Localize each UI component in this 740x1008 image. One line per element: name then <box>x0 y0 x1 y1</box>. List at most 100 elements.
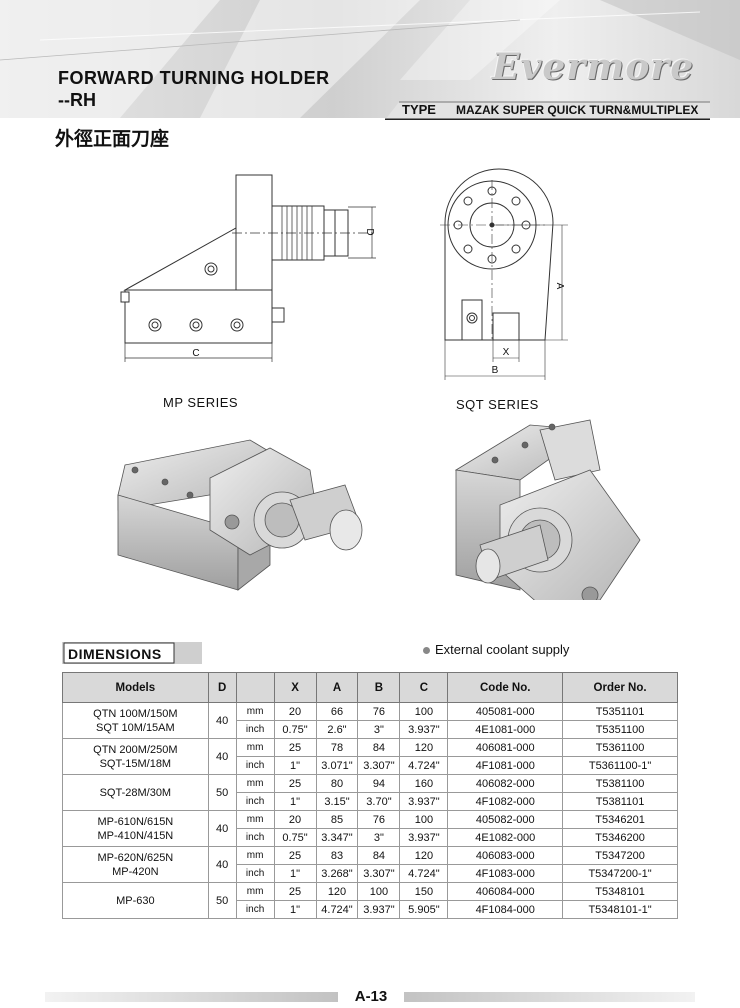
x-cell: 25 <box>273 774 317 793</box>
c-cell: 4.724" <box>399 864 449 883</box>
header-c: C <box>399 672 449 703</box>
b-cell: 100 <box>357 882 401 901</box>
order-cell: T5348101 <box>562 882 678 901</box>
table-row: inch 1" 4.724" 3.937" 5.905" 4F1084-000 … <box>63 900 678 919</box>
code-cell: 406083-000 <box>447 846 564 865</box>
c-cell: 150 <box>399 882 449 901</box>
order-cell: T5347200-1" <box>562 864 678 883</box>
unit-cell: mm <box>235 774 275 793</box>
model-name: SQT-28M/30M <box>99 786 172 799</box>
c-cell: 100 <box>399 702 449 721</box>
a-cell: 3.15" <box>315 792 359 811</box>
page-number: A-13 <box>354 988 388 1005</box>
x-cell: 25 <box>273 882 317 901</box>
code-cell: 406081-000 <box>447 738 564 757</box>
model-cell: SQT-28M/30M <box>62 774 209 811</box>
a-cell: 3.268" <box>315 864 359 883</box>
page-title-suffix: --RH <box>58 90 96 110</box>
d-cell: 40 <box>207 846 237 883</box>
bullet-icon <box>423 647 430 655</box>
a-cell: 80 <box>315 774 359 793</box>
table-header-row: Models D X A B C Code No. Order No. <box>62 672 678 703</box>
header-order-no: Order No. <box>562 672 678 703</box>
a-cell: 3.071" <box>315 756 359 775</box>
x-cell: 0.75" <box>273 828 317 847</box>
model-name: MP-630 <box>116 894 155 907</box>
b-cell: 3" <box>357 720 401 739</box>
code-cell: 4F1082-000 <box>447 792 564 811</box>
model-name: QTN 200M/250M <box>93 743 178 756</box>
sqt-series-label: SQT SERIES <box>456 397 539 412</box>
code-cell: 4F1081-000 <box>447 756 564 775</box>
c-cell: 120 <box>399 846 449 865</box>
b-cell: 3.937" <box>357 900 401 919</box>
dim-label-x: X <box>503 347 510 358</box>
a-cell: 85 <box>315 810 359 829</box>
header-background <box>0 0 740 130</box>
page-subtitle-chinese: 外徑正面刀座 <box>55 128 170 150</box>
x-cell: 1" <box>273 756 317 775</box>
header-x: X <box>273 672 317 703</box>
coolant-note-text: External coolant supply <box>435 642 570 657</box>
model-name: SQT 10M/15AM <box>96 721 175 734</box>
c-cell: 4.724" <box>399 756 449 775</box>
type-value: MAZAK SUPER QUICK TURN&MULTIPLEX <box>456 103 699 117</box>
mp-series-label: MP SERIES <box>163 395 239 410</box>
unit-cell: mm <box>235 810 275 829</box>
header-a: A <box>315 672 359 703</box>
brand-logo: Evermore <box>492 46 695 88</box>
header-code-no: Code No. <box>447 672 564 703</box>
header-unit <box>235 672 275 703</box>
order-cell: T5361100-1" <box>562 756 678 775</box>
page-number-box <box>338 986 404 1008</box>
code-cell: 405081-000 <box>447 702 564 721</box>
b-cell: 3.307" <box>357 864 401 883</box>
dimensions-table: Models D X A B C Code No. Order No. QTN … <box>62 672 678 919</box>
unit-cell: mm <box>235 702 275 721</box>
code-cell: 406084-000 <box>447 882 564 901</box>
b-cell: 84 <box>357 846 401 865</box>
b-cell: 3.307" <box>357 756 401 775</box>
order-cell: T5381101 <box>562 792 678 811</box>
unit-cell: inch <box>235 900 275 919</box>
code-cell: 4F1083-000 <box>447 864 564 883</box>
table-row: inch 0.75" 3.347" 3" 3.937" 4E1082-000 T… <box>63 828 678 847</box>
a-cell: 4.724" <box>315 900 359 919</box>
mp-side-view <box>120 174 376 362</box>
code-cell: 405082-000 <box>447 810 564 829</box>
unit-cell: mm <box>235 846 275 865</box>
header-b: B <box>357 672 401 703</box>
type-bar <box>385 101 710 120</box>
unit-cell: inch <box>235 792 275 811</box>
c-cell: 100 <box>399 810 449 829</box>
b-cell: 76 <box>357 810 401 829</box>
sqt-product-render <box>454 419 641 600</box>
order-cell: T5361100 <box>562 738 678 757</box>
x-cell: 0.75" <box>273 720 317 739</box>
c-cell: 120 <box>399 738 449 757</box>
code-cell: 406082-000 <box>447 774 564 793</box>
x-cell: 20 <box>273 702 317 721</box>
model-cell: MP-630 <box>62 882 209 919</box>
model-name: QTN 100M/150M <box>93 707 178 720</box>
a-cell: 2.6" <box>315 720 359 739</box>
unit-cell: inch <box>235 828 275 847</box>
dim-label-b: B <box>492 365 499 376</box>
header-d: D <box>207 672 237 703</box>
code-cell: 4E1082-000 <box>447 828 564 847</box>
b-cell: 3" <box>357 828 401 847</box>
type-label: TYPE <box>402 102 436 117</box>
d-cell: 50 <box>207 774 237 811</box>
model-name: SQT-15M/18M <box>99 757 172 770</box>
b-cell: 3.70" <box>357 792 401 811</box>
d-cell: 50 <box>207 882 237 919</box>
table-row: inch 1" 3.071" 3.307" 4.724" 4F1081-000 … <box>63 756 678 775</box>
unit-cell: mm <box>235 738 275 757</box>
page-title: FORWARD TURNING HOLDER <box>58 68 330 88</box>
sqt-front-view <box>440 168 568 380</box>
unit-cell: mm <box>235 882 275 901</box>
unit-cell: inch <box>235 720 275 739</box>
